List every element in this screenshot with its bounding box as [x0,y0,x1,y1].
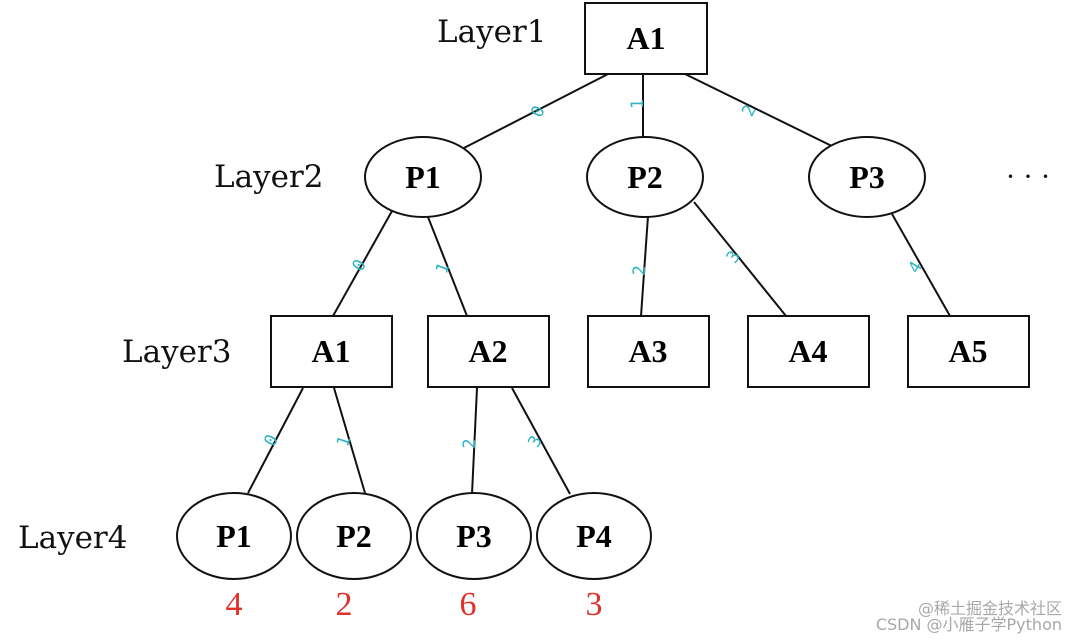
edge-a1-p2-l4 [333,387,366,494]
node-box-l3-a1 [270,315,393,388]
node-label-l3-a3: A3 [628,333,667,369]
node-oval-l4-p1 [176,492,292,580]
node-oval-l4-p3 [416,492,532,580]
edge-label-p2-a3: 2 [630,265,651,277]
layer-label-1: Layer1 [437,14,546,50]
score-p1: 4 [226,586,243,623]
node-label-l2-p3: P3 [849,159,885,195]
node-oval-l2-p3 [808,136,926,218]
edge-label-a2-p4-l4: 3 [524,432,546,450]
score-p2: 2 [336,586,353,623]
edge-p1-a1 [332,210,393,317]
edge-label-p3-a5: 4 [904,258,926,277]
node-oval-l2-p2 [586,136,704,218]
node-label-l3-a2: A2 [468,333,507,369]
edge-a2-p4-l4 [511,387,571,495]
node-box-l3-a2 [427,315,550,388]
edge-p1-a2 [427,216,468,317]
edge-p2-a4 [693,201,787,317]
edge-label-p1-a2: 1 [432,260,454,276]
node-label-l1-a1: A1 [626,20,665,56]
edges [247,73,951,495]
layer-label-4: Layer4 [18,520,127,556]
score-p3: 6 [460,586,477,623]
edge-label-p1-a1: 0 [348,256,370,275]
edge-a1-p1 [459,73,609,151]
node-label-l4-p4: P4 [576,518,612,554]
edge-label-a2-p3-l4: 2 [460,438,481,449]
node-box-l3-a4 [747,315,870,388]
node-label-l2-p1: P1 [405,159,441,195]
edge-label-a1-p2: 1 [628,99,648,109]
node-box-l1-a1 [584,2,708,75]
watermark-juejin: @稀土掘金技术社区 [918,599,1062,618]
edge-label-a1-p2-l4: 1 [333,433,355,449]
edge-a1-p3 [684,73,841,151]
edge-a2-p3-l4 [471,387,478,495]
node-box-l3-a3 [587,315,710,388]
leaf-scores: 4 2 6 3 [226,586,603,623]
edge-p3-a5 [891,213,951,317]
node-box-l3-a5 [907,315,1030,388]
node-label-l4-p1: P1 [216,518,252,554]
layer-label-3: Layer3 [122,334,231,370]
node-label-l3-a5: A5 [948,333,987,369]
edge-p2-a3 [640,215,649,317]
node-label-l3-a4: A4 [788,333,827,369]
continuation-ellipsis: · · · [1006,160,1051,193]
node-oval-l2-p1 [364,136,482,218]
node-label-l3-a1: A1 [311,333,350,369]
node-label-l4-p2: P2 [336,518,372,554]
score-p4: 3 [586,586,603,623]
node-oval-l4-p2 [296,492,412,580]
edge-a1-p1-l4 [247,387,304,494]
node-oval-l4-p4 [536,492,652,580]
edge-label-a1-p3: 2 [738,102,760,120]
layer-label-2: Layer2 [214,159,323,195]
watermark-csdn: CSDN @小雁子学Python [876,615,1062,634]
node-label-l2-p2: P2 [627,159,663,195]
node-label-l4-p3: P3 [456,518,492,554]
